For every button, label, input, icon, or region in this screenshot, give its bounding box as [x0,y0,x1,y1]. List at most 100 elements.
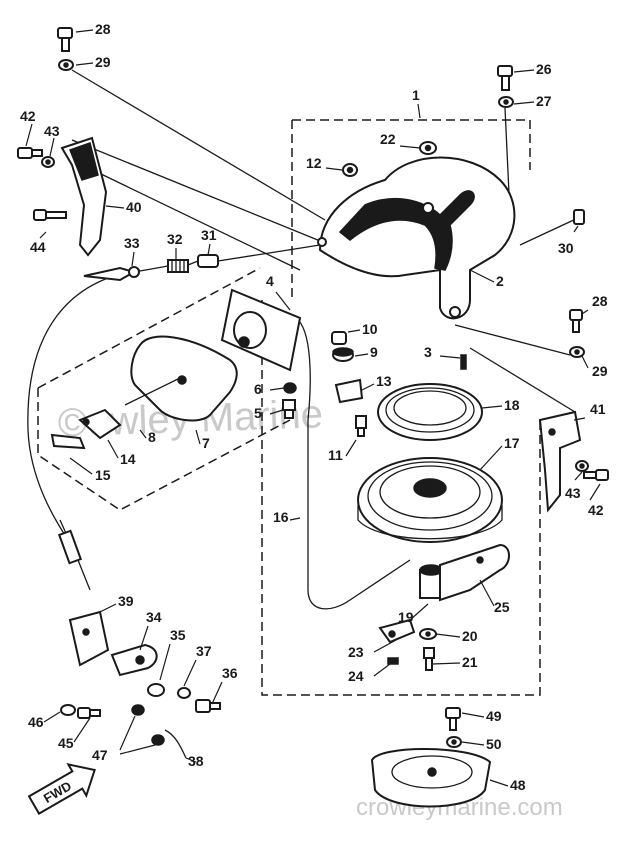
callout-29b: 29 [592,363,608,379]
assembly-boundary-box [261,119,541,696]
bolt-5 [282,399,296,419]
washer-29-right [569,346,585,358]
washer-29-top [58,59,74,71]
washer-27 [498,96,514,108]
callout-19: 19 [398,609,414,625]
callout-12: 12 [306,155,322,171]
callout-29a: 29 [95,54,111,70]
callout-48: 48 [510,777,526,793]
leader-bolt-28-to-housing [71,69,326,221]
callout-42a: 42 [20,108,36,124]
link-14 [78,408,122,440]
callout-10: 10 [362,321,378,337]
callout-36: 36 [222,665,238,681]
bolt-42-right [583,469,609,481]
clip-24 [387,657,399,665]
callout-13: 13 [376,373,392,389]
bolt-26 [497,65,513,91]
washer-20 [419,628,437,640]
callout-32: 32 [167,231,183,247]
nut-9 [332,347,354,362]
grommet-30 [573,209,585,225]
starter-housing [317,156,516,320]
bolt-28-right [569,309,583,333]
callout-43a: 43 [44,123,60,139]
washer-37 [177,687,191,699]
callout-31: 31 [201,227,217,243]
washer-12 [342,163,358,177]
callout-38: 38 [188,753,204,769]
collar-10 [331,331,347,345]
callout-8: 8 [148,429,156,445]
plate-15 [50,433,86,450]
washer-50 [446,736,462,748]
callout-41: 41 [590,401,606,417]
callout-28a: 28 [95,21,111,37]
callout-44: 44 [30,239,46,255]
callout-27: 27 [536,93,552,109]
bracket-41 [538,410,582,513]
callout-21: 21 [462,654,478,670]
bolt-49 [445,707,461,731]
callout-43b: 43 [565,485,581,501]
spiral-spring-18 [377,383,483,441]
callout-7: 7 [202,435,210,451]
bolt-36 [195,699,221,713]
callout-28b: 28 [592,293,608,309]
callout-34: 34 [146,609,162,625]
bolt-21 [423,647,435,671]
cup-48 [370,748,492,808]
callout-22: 22 [380,131,396,147]
callout-4: 4 [266,273,274,289]
starter-cable [27,269,141,541]
bolt-45 [77,707,101,719]
callout-35: 35 [170,627,186,643]
callout-6: 6 [254,381,262,397]
cover-7 [130,335,238,422]
leader-bracket-40-to-housing [71,139,331,271]
sheave-drum-17 [357,457,503,543]
callout-15: 15 [95,467,111,483]
label-leaders [25,29,601,787]
callout-14: 14 [120,451,136,467]
callout-1: 1 [412,87,420,103]
callout-39: 39 [118,593,134,609]
lever-bracket-4 [220,288,302,372]
cap-35 [147,683,165,697]
washer-6 [283,382,297,394]
callout-labels: 28 29 26 27 1 22 12 42 43 40 44 33 32 31… [20,21,608,793]
cable-end-33 [83,266,140,282]
link-rod-8 [124,377,181,406]
callout-40: 40 [126,199,142,215]
washer-43-right [575,460,589,472]
callout-18: 18 [504,397,520,413]
cap-31 [197,254,219,268]
callout-3: 3 [424,344,432,360]
nut-22 [419,141,437,155]
leader-housing-to-41 [469,347,576,413]
spring-32 [167,259,189,273]
bracket-40 [60,136,108,257]
callout-9: 9 [370,344,378,360]
callout-25: 25 [494,599,510,615]
callout-20: 20 [462,628,478,644]
leader-30-to-housing [519,217,579,246]
callout-23: 23 [348,644,364,660]
callout-2: 2 [496,273,504,289]
plate-34 [110,643,158,677]
bolt-11 [355,415,367,437]
callout-47: 47 [92,747,108,763]
callout-16: 16 [273,509,289,525]
callout-24: 24 [348,668,364,684]
fuel-cover-boundary [37,267,291,511]
bolt-28-top [57,27,73,52]
bolt-42-top [17,147,43,159]
callout-49: 49 [486,708,502,724]
pin-3 [460,354,467,370]
plate-13 [334,378,364,404]
callout-45: 45 [58,735,74,751]
callout-26: 26 [536,61,552,77]
spring-38 [164,729,187,759]
washer-43-top [41,156,55,168]
pawl-23 [378,618,416,644]
